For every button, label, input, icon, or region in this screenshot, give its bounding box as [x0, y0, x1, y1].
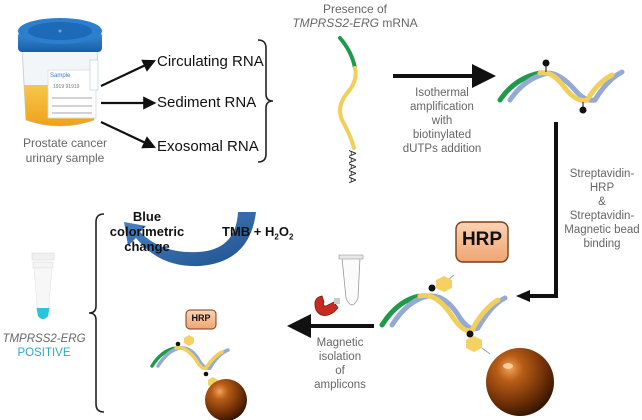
rna-source-circulating: Circulating RNA	[157, 53, 264, 70]
reagent-mid: O	[278, 224, 289, 239]
step-binding-line: HRP	[589, 182, 615, 194]
cup-label-title: Sample	[50, 73, 71, 79]
hrp-small-label: HRP	[191, 313, 211, 323]
step-isolation-label: Magnetic isolation of amplicons	[300, 336, 380, 392]
step-isolation-line: of	[335, 365, 345, 377]
color-change-line: Blue	[132, 209, 162, 224]
step-binding-line: Streptavidin-	[569, 168, 635, 180]
sample-caption-line2: urinary sample	[25, 151, 105, 165]
tube-and-magnet-icon	[314, 254, 364, 316]
step-amplification-line: dUTPs addition	[402, 143, 482, 155]
bound-amplicon-small-icon	[150, 335, 230, 388]
result-label: TMPRSS2-ERG POSITIVE	[0, 332, 88, 360]
reagent-main: TMB + H	[222, 224, 275, 239]
step-binding-line: Magnetic bead	[564, 224, 640, 236]
biotinylated-amplicon-icon	[497, 59, 625, 114]
step-isolation-line: amplicons	[314, 379, 366, 391]
step-amplification-line: amplification	[410, 101, 474, 113]
mrna-title: Presence of TMPRSS2-ERG mRNA	[290, 2, 420, 30]
step-binding-line: binding	[583, 238, 621, 250]
step-binding-line: Streptavidin-	[569, 210, 635, 222]
sample-caption-line1: Prostate cancer	[22, 136, 108, 150]
mrna-strand-icon	[338, 36, 358, 150]
rna-source-exosomal: Exosomal RNA	[157, 138, 259, 155]
arrow-to-exosomal	[100, 121, 156, 149]
hrp-large-label: HRP	[461, 229, 503, 250]
cup-label-number: 1919 91919	[53, 84, 80, 90]
reagent-sub1: 2	[274, 232, 279, 242]
arrow-binding	[528, 122, 558, 298]
mrna-gene: TMPRSS2-ERG	[292, 16, 379, 30]
result-status: POSITIVE	[17, 347, 71, 359]
color-change-line: change	[124, 239, 170, 254]
result-brace	[88, 213, 105, 413]
step-amplification-label: Isothermal amplification with biotinylat…	[392, 86, 492, 156]
curved-reaction-arrow-icon	[124, 212, 256, 267]
arrow-to-circulating	[100, 59, 156, 87]
step-amplification-line: Isothermal	[415, 87, 469, 99]
magnetic-bead-small-icon	[205, 379, 247, 420]
step-amplification-line: with	[431, 115, 453, 127]
bead-highlight	[503, 363, 513, 369]
reagent-sub2: 2	[288, 232, 294, 242]
urine-sample-cup-icon	[18, 18, 102, 127]
step-binding-label: Streptavidin- HRP & Streptavidin- Magnet…	[562, 167, 642, 251]
mrna-title-line1: Presence of	[322, 2, 388, 16]
result-gene: TMPRSS2-ERG	[2, 333, 86, 345]
step-isolation-line: isolation	[318, 351, 362, 363]
step-amplification-line: biotinylated	[412, 129, 472, 141]
hrp-enzyme-small-icon	[185, 309, 217, 330]
sample-caption: Prostate cancer urinary sample	[10, 136, 120, 166]
rna-source-sediment: Sediment RNA	[157, 94, 257, 111]
step-binding-line: &	[598, 196, 606, 208]
bound-amplicon-icon	[379, 274, 508, 355]
hrp-enzyme-large-icon	[455, 221, 509, 263]
color-change-line: colorimetric	[109, 224, 185, 239]
step-isolation-line: Magnetic	[316, 337, 364, 349]
color-change-label: Blue colorimetric change	[92, 209, 202, 254]
mrna-title-line2: TMPRSS2-ERG mRNA	[290, 16, 420, 30]
reagent-label: TMB + H2O2	[222, 224, 293, 242]
arrow-binding-head	[516, 290, 530, 302]
positive-tube-icon	[31, 252, 55, 320]
mrna-suffix: mRNA	[379, 16, 418, 30]
polya-tail: AAAAA	[346, 150, 357, 184]
rna-brace	[257, 39, 274, 163]
magnetic-bead-large-icon	[486, 348, 554, 416]
